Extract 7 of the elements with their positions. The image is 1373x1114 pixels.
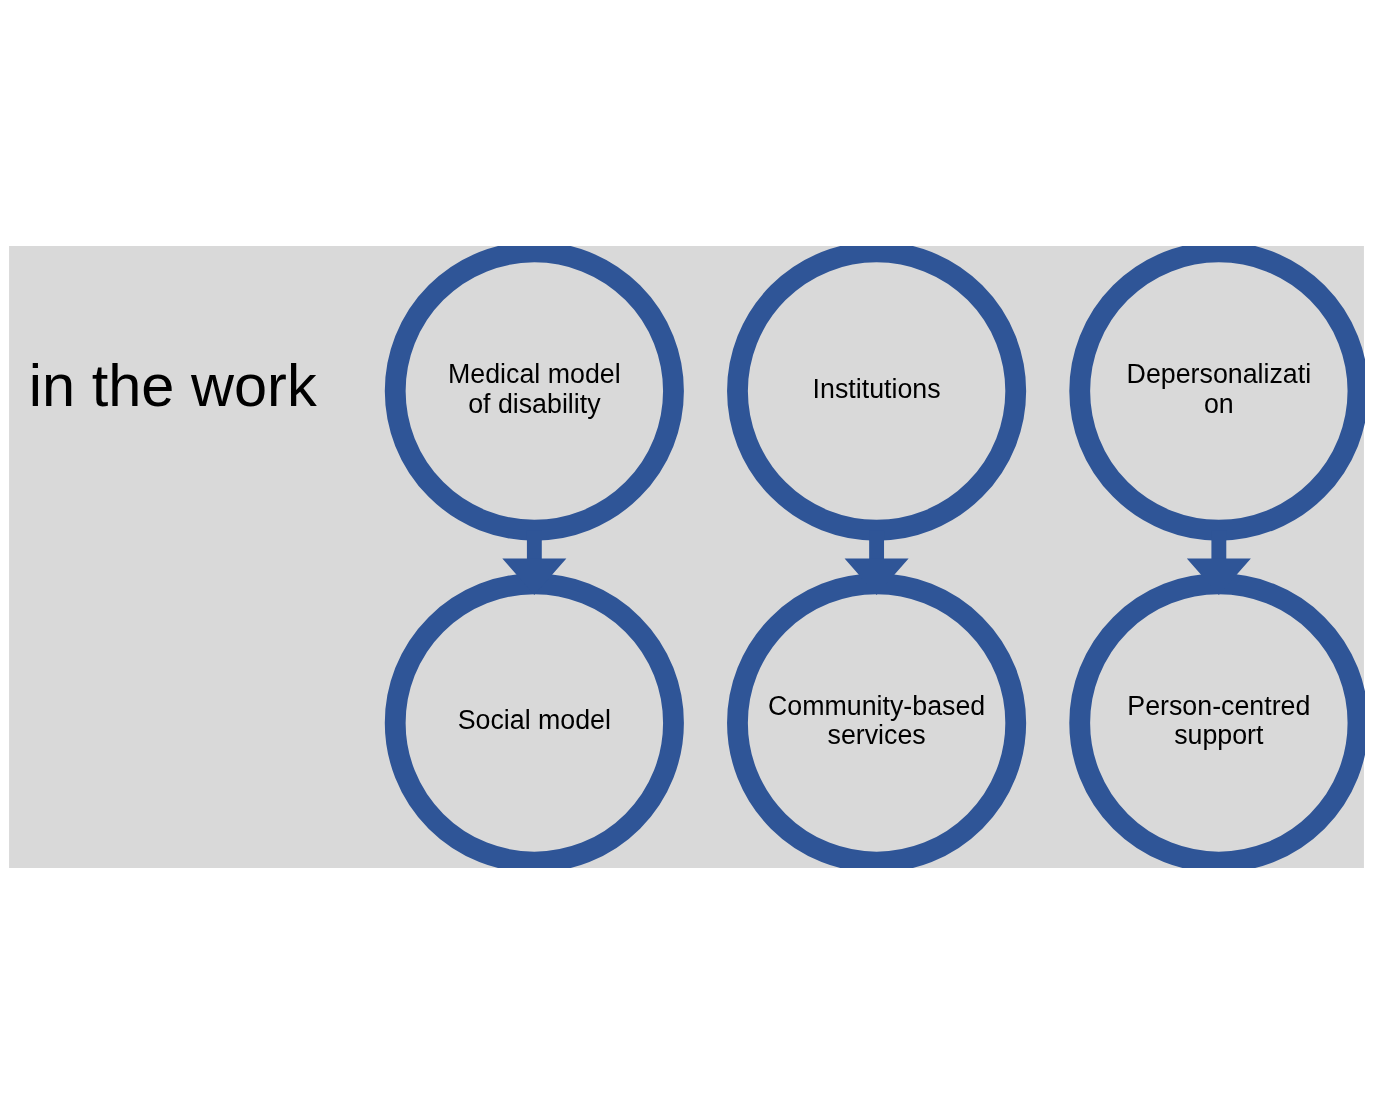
label: in the work [28,351,317,419]
node-circle: Institutions [727,246,1027,541]
node-circle: Medical model of disability [384,246,684,541]
node-circle: Person-centred support [1069,573,1365,868]
node-circle: Depersonalizati on [1069,246,1365,541]
node-circle: Social model [384,573,684,868]
node-circle: Community-based services [727,573,1027,868]
